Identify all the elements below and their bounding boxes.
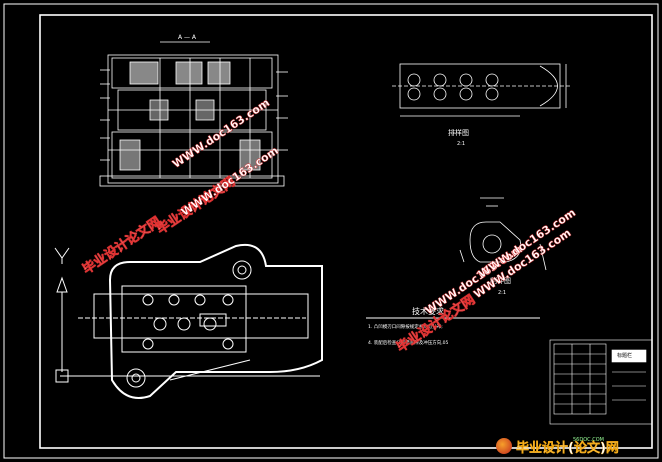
title-block-label: 标题栏: [617, 353, 633, 359]
drawing-outer-frame: [3, 3, 659, 459]
assembly-section-view: [99, 41, 288, 187]
strip-layout-view: [392, 63, 570, 117]
tech-req-title: 技术要求: [412, 307, 444, 316]
logo-subtext: 56DOC.COM: [573, 437, 604, 443]
strip-layout-scale: 2:1: [457, 141, 466, 147]
logo-icon: [496, 438, 512, 454]
site-logo: 毕业设计(论文)网: [496, 436, 656, 456]
part-drawing-title: 制件图: [490, 277, 511, 285]
strip-layout-title: 排样图: [448, 129, 469, 137]
die-plan-view: [54, 244, 323, 399]
part-drawing-scale: 2:1: [498, 290, 507, 296]
drawing-inner-frame: [39, 14, 653, 449]
section-label: A — A: [178, 34, 197, 41]
tech-req-line-1: 1. 凸凹模刃口间隙按规定并均匀分布;: [368, 325, 443, 330]
part-drawing-view: [459, 197, 547, 271]
title-block: [549, 339, 653, 425]
logo-text: 毕业设计(论文)网: [516, 440, 619, 456]
tech-req-line-2: 4. 装配后检查凸凹模间隙及冲压方向,05: [368, 341, 449, 346]
